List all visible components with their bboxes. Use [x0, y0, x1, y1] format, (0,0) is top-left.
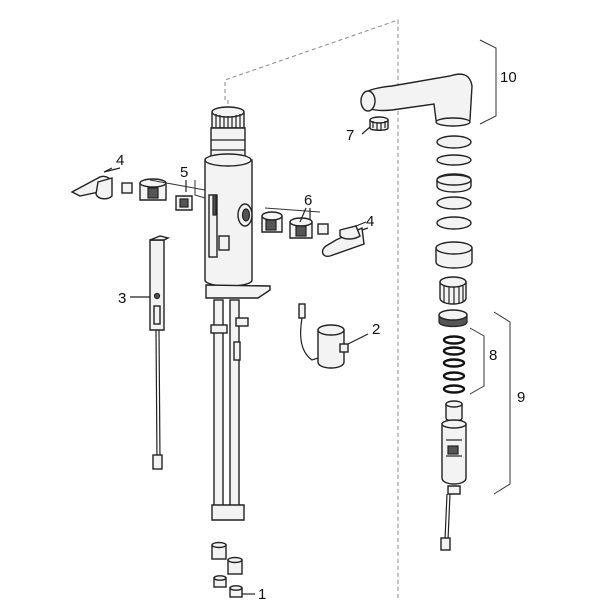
spout — [360, 73, 473, 127]
callout-2: 2 — [372, 321, 380, 338]
leader-lines — [103, 167, 369, 231]
callout-3: 3 — [118, 290, 126, 307]
control-box — [298, 303, 369, 369]
hose-fittings — [211, 541, 255, 598]
callout-4-left: 4 — [116, 152, 124, 169]
callout-brackets — [469, 39, 511, 495]
pullout-hose-assembly — [440, 400, 467, 551]
aerator — [361, 116, 389, 135]
spout-rings — [435, 135, 473, 269]
sensor-strip — [130, 235, 171, 470]
callout-10: 10 — [500, 69, 517, 86]
callout-4-right: 4 — [366, 213, 374, 230]
handle-right — [321, 221, 367, 258]
callout-6: 6 — [304, 192, 312, 209]
callout-8: 8 — [489, 347, 497, 364]
threaded-nut — [439, 276, 467, 305]
callout-labels: 1 2 3 4 4 5 6 7 8 9 10 — [116, 69, 525, 600]
dark-nut — [438, 309, 468, 328]
valve-parts-left — [121, 178, 206, 211]
o-rings — [442, 335, 466, 394]
callout-5: 5 — [180, 164, 188, 181]
handle-left — [70, 167, 113, 200]
callout-9: 9 — [517, 389, 525, 406]
callout-1: 1 — [258, 586, 266, 600]
valve-parts-right — [261, 207, 329, 239]
callout-7: 7 — [346, 127, 354, 144]
valve-body — [204, 106, 271, 521]
